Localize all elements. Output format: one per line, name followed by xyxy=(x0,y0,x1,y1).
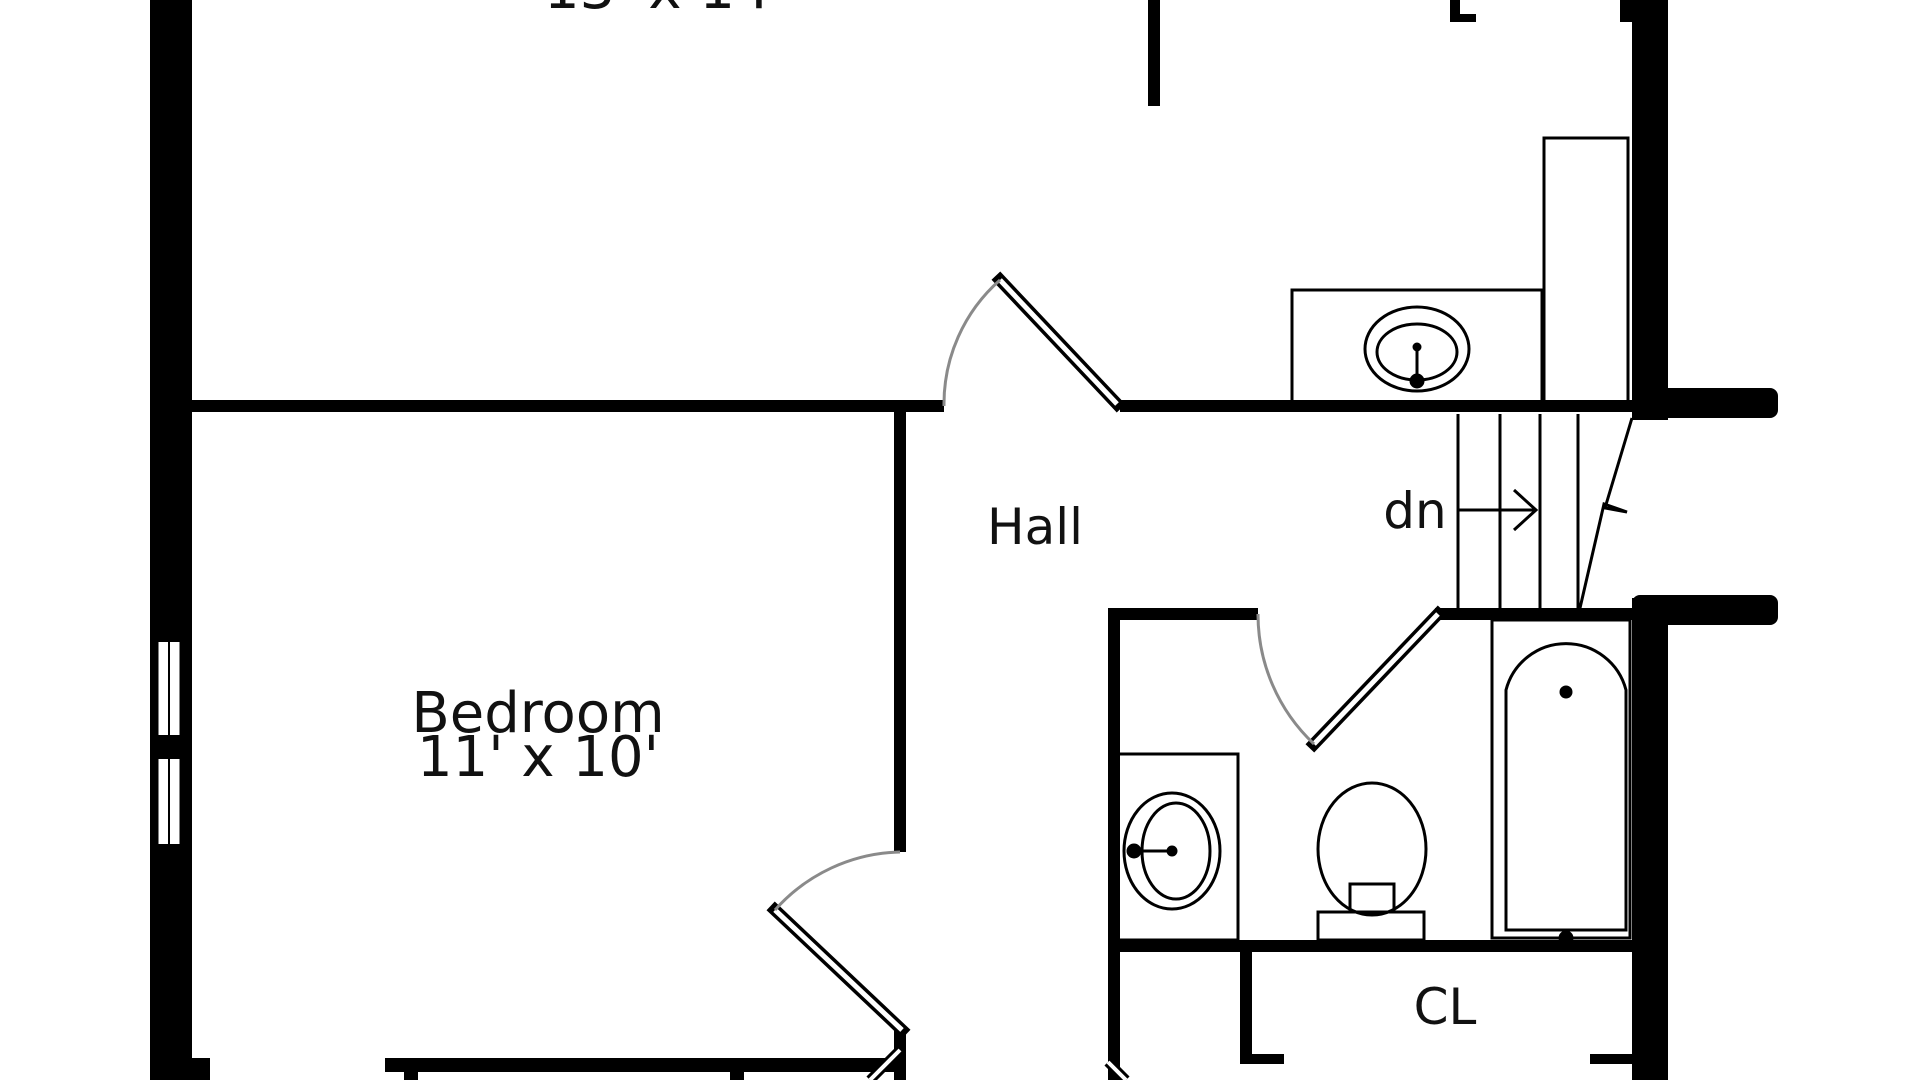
bedroom-bottom-wall-stub xyxy=(192,1058,210,1080)
left-exterior-wall xyxy=(150,0,192,1080)
bottom-door-partial-1 xyxy=(866,1046,904,1080)
bedroom-bottom-wall xyxy=(385,1058,905,1072)
stair-opening-ledge-top xyxy=(1632,388,1778,418)
stairs xyxy=(1456,414,1634,609)
toilet-bowl xyxy=(1316,781,1428,917)
bedroom-window xyxy=(155,616,183,870)
interior-walls xyxy=(192,0,1632,1080)
bedroom-name: Bedroom xyxy=(411,681,664,746)
right-exterior-wall-upper xyxy=(1632,0,1668,420)
closet-bottom-stub-left xyxy=(1240,1054,1284,1064)
bedroom-right-wall xyxy=(894,412,906,852)
bathtub-basin xyxy=(1504,642,1628,932)
bathroom-top-wall-left xyxy=(1108,608,1258,620)
room-labels: 13' x 14' Bedroom 11' x 10' Hall dn CL xyxy=(411,0,1476,1036)
top-right-mark-2 xyxy=(1450,14,1476,22)
top-right-mark-1 xyxy=(1450,0,1460,22)
top-right-mark-3 xyxy=(1620,0,1632,22)
bath-sink-outer xyxy=(1122,791,1222,911)
bathtub-faucet xyxy=(1558,930,1574,946)
doors xyxy=(404,271,1447,1080)
cabinet xyxy=(1542,136,1630,406)
top-room-door xyxy=(942,271,1126,413)
stair-arrow-head xyxy=(1512,488,1539,532)
hall-label: Hall xyxy=(987,498,1083,556)
closet-bottom-stub-right xyxy=(1590,1054,1632,1064)
bathroom-door xyxy=(1256,605,1447,753)
bottom-door-partial-2 xyxy=(1104,1058,1130,1080)
bottom-closet-posts xyxy=(404,1064,744,1080)
right-exterior-wall-lower xyxy=(1632,598,1668,1080)
closet-label: CL xyxy=(1414,978,1477,1036)
bathroom-bottom-wall xyxy=(1108,940,1632,952)
bathroom-left-wall xyxy=(1108,608,1120,1080)
fixtures xyxy=(1116,136,1634,946)
stair-break-line xyxy=(1578,417,1634,609)
bedroom-door xyxy=(766,850,911,1039)
toilet-seat-base xyxy=(1348,882,1396,914)
exterior-walls xyxy=(150,0,1778,1080)
hall-vanity xyxy=(1290,288,1544,404)
bedroom-dimensions: 11' x 10' xyxy=(417,725,659,790)
stair-opening-ledge-bottom xyxy=(1632,595,1778,625)
toilet-tank xyxy=(1316,910,1426,942)
bathtub-drain xyxy=(1559,685,1573,699)
bathtub-frame xyxy=(1490,618,1632,940)
bath-vanity xyxy=(1116,752,1240,942)
closet-left-wall xyxy=(1240,952,1252,1060)
stairs-label: dn xyxy=(1383,482,1446,540)
bathroom-top-wall-right xyxy=(1435,608,1632,620)
top-room-dimensions: 13' x 14' xyxy=(544,0,786,22)
top-right-partition xyxy=(1148,0,1160,106)
hall-sink-outer xyxy=(1363,305,1471,393)
top-room-bottom-wall xyxy=(192,400,944,412)
